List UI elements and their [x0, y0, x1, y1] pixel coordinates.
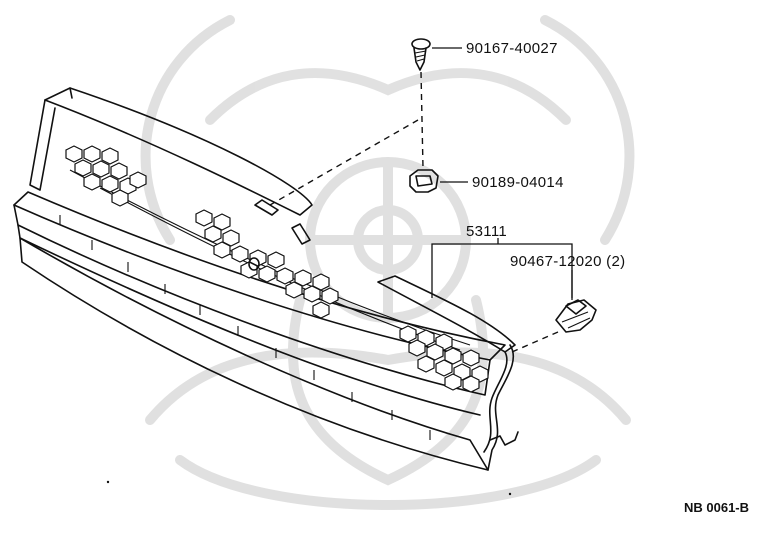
- part-number-clip: 90467-12020 (2): [510, 253, 625, 270]
- watermark-emblem: [140, 15, 635, 510]
- part-number-nut: 90189-04014: [472, 174, 564, 191]
- honeycomb-mesh-center: [195, 209, 339, 319]
- clip-icon: [555, 299, 597, 333]
- screw-icon: [411, 38, 431, 71]
- part-number-grille: 53111: [466, 223, 507, 240]
- speck: [106, 480, 110, 484]
- screw-to-nut-dashed-line: [420, 71, 424, 169]
- honeycomb-mesh-left: [65, 145, 147, 207]
- honeycomb-mesh-right: [399, 325, 489, 393]
- radiator-grille: [13, 87, 519, 471]
- diagram-reference-code: NB 0061-B: [684, 500, 749, 515]
- nut-icon: [409, 169, 439, 193]
- part-number-screw: 90167-40027: [466, 40, 558, 57]
- clip-to-grille-dashed-line: [511, 331, 559, 353]
- speck: [508, 492, 512, 496]
